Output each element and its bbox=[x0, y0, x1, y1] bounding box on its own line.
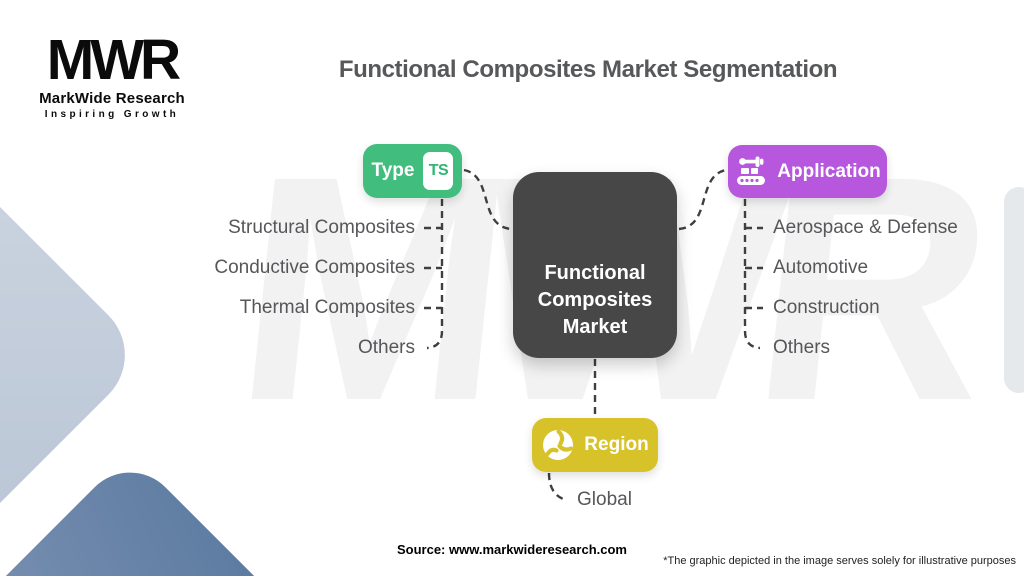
type-label: Type bbox=[371, 160, 415, 181]
logo-acronym: MWR bbox=[46, 28, 181, 92]
robot-arm-icon bbox=[734, 155, 768, 189]
type-item-structural: Structural Composites bbox=[228, 217, 415, 238]
type-node: Type TS bbox=[363, 144, 462, 198]
ts-badge-icon: TS bbox=[423, 152, 454, 190]
type-item-others: Others bbox=[357, 337, 415, 358]
application-item-automotive: Automotive bbox=[773, 257, 869, 278]
application-item-construction: Construction bbox=[773, 297, 880, 318]
application-item-aerospace: Aerospace & Defense bbox=[773, 217, 958, 238]
disclaimer-text: *The graphic depicted in the image serve… bbox=[663, 555, 1016, 567]
application-label: Application bbox=[777, 160, 881, 182]
decor-right-gray-tab bbox=[1004, 187, 1024, 393]
decor-dark-blue-diamond bbox=[0, 451, 343, 576]
region-node: Region bbox=[532, 418, 658, 472]
markwide-logo: MWR MarkWide Research Inspiring Growth bbox=[28, 30, 196, 120]
type-item-conductive: Conductive Composites bbox=[214, 257, 415, 278]
type-item-thermal: Thermal Composites bbox=[239, 297, 415, 318]
central-market-label: Functional Composites Market bbox=[537, 262, 653, 338]
logo-name: MarkWide Research bbox=[39, 90, 185, 107]
logo-tagline: Inspiring Growth bbox=[44, 109, 180, 120]
application-item-others: Others bbox=[773, 337, 831, 358]
globe-icon bbox=[541, 428, 575, 462]
page-title: Functional Composites Market Segmentatio… bbox=[338, 56, 838, 83]
application-node: Application bbox=[728, 145, 887, 198]
region-label: Region bbox=[584, 434, 649, 455]
source-text: Source: www.markwideresearch.com bbox=[396, 542, 627, 557]
connector-region-to-global bbox=[547, 472, 567, 502]
central-market-node: Functional Composites Market bbox=[513, 172, 677, 358]
region-item-global: Global bbox=[577, 489, 632, 510]
